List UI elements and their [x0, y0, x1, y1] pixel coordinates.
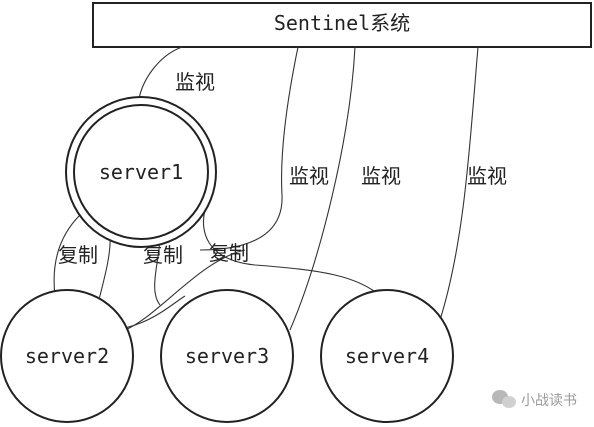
- node-server4-label: server4: [345, 344, 429, 368]
- monitor-label-1: 监视: [175, 70, 215, 94]
- node-server3: server3: [160, 289, 294, 423]
- node-server2: server2: [0, 289, 134, 423]
- wechat-icon: [492, 390, 516, 408]
- node-server2-circle: [0, 289, 134, 423]
- sentinel-label: Sentinel系统: [274, 11, 410, 35]
- node-server1: server1: [65, 96, 217, 248]
- node-server4-circle: [320, 289, 454, 423]
- replicate-edge-server4: [202, 209, 386, 301]
- sentinel-box: [92, 2, 592, 48]
- node-server2-label: server2: [25, 344, 109, 368]
- watermark: 小战读书: [492, 390, 577, 409]
- node-server3-label: server3: [185, 344, 269, 368]
- watermark-text: 小战读书: [521, 392, 577, 409]
- node-server1-label: server1: [99, 160, 183, 184]
- node-server3-circle: [160, 289, 294, 423]
- node-server1-inner-ring: [73, 104, 209, 240]
- monitor-edge-to-server2: [124, 249, 246, 331]
- monitor-edge-server4: [439, 46, 479, 321]
- monitor-edge-server3: [289, 46, 356, 331]
- sentinel-system: Sentinel系统: [92, 2, 592, 48]
- monitor-label-2: 监视: [289, 164, 329, 188]
- monitor-edge-server2: [199, 46, 299, 251]
- edge-labels: 监视 监视 监视 监视 复制 复制 复制: [58, 70, 507, 267]
- node-server4: server4: [320, 289, 454, 423]
- monitor-label-3: 监视: [361, 164, 401, 188]
- replicate-label-1: 复制: [58, 243, 98, 267]
- replicate-label-3: 复制: [209, 241, 249, 265]
- replicate-edge-server2: [53, 214, 81, 297]
- monitor-label-4: 监视: [467, 164, 507, 188]
